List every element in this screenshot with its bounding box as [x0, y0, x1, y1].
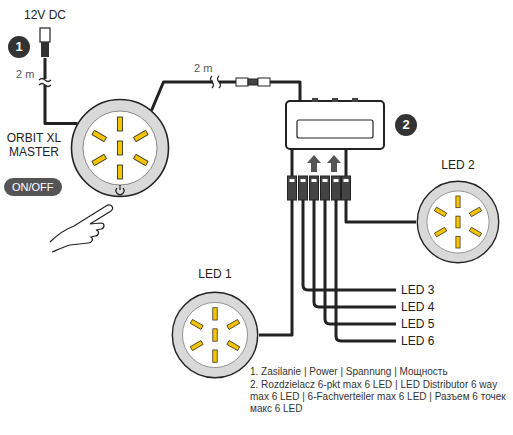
distributor-housing — [286, 101, 384, 149]
switch-label: ON/OFF — [4, 178, 62, 196]
lamp-ring — [417, 181, 498, 262]
led-chips — [434, 196, 481, 248]
led-distributor: 2 — [285, 100, 385, 150]
clip — [352, 98, 358, 102]
power-symbol — [116, 185, 124, 195]
led-chips — [92, 117, 148, 179]
footnote: 2. Rozdzielacz 6-pkt max 6 LED | LED Dis… — [250, 379, 506, 415]
wire-label: LED 3 — [399, 283, 436, 297]
lamp-ring — [172, 292, 257, 377]
clip — [312, 98, 318, 102]
cable — [151, 82, 300, 110]
wire — [325, 200, 396, 324]
plug — [248, 79, 258, 85]
wire-label: LED 6 — [399, 334, 436, 348]
footnote: 1. Zasilanie | Power | Spannung | Мощнос… — [250, 366, 506, 378]
callout-number: 1 — [8, 36, 30, 58]
led-distributor-shape — [285, 100, 385, 150]
lamp-face — [427, 191, 489, 253]
arrow-up — [307, 155, 321, 172]
inline-connector — [236, 78, 270, 86]
cable — [346, 150, 416, 222]
wire — [314, 200, 396, 307]
cable — [45, 58, 78, 124]
callout-number: 2 — [395, 114, 417, 136]
lamp-ring — [72, 100, 169, 197]
led-lamp-shape — [171, 291, 259, 379]
plug — [258, 78, 270, 86]
product-name: ORBIT XL MASTER — [2, 131, 66, 160]
led-lamp: LED 2 — [416, 180, 500, 264]
cable-length: 2 m — [192, 62, 214, 75]
break-marks — [39, 76, 221, 88]
lamp-label: LED 1 — [171, 267, 259, 281]
wire-label: LED 4 — [399, 300, 436, 314]
plug — [332, 176, 341, 200]
master-lamp-shape — [70, 98, 170, 198]
clip — [332, 98, 338, 102]
plug — [321, 176, 330, 200]
wire-label: LED 5 — [399, 317, 436, 331]
insert-arrows — [307, 155, 341, 172]
lamp-label: LED 2 — [416, 158, 500, 172]
power-plug-shape — [38, 28, 52, 58]
plug — [342, 176, 351, 200]
plug — [299, 176, 308, 200]
wire — [303, 200, 396, 290]
led-lamp-shape — [416, 180, 500, 264]
wire — [336, 200, 396, 341]
arrow-up — [327, 155, 341, 172]
power-label: 12V DC — [15, 8, 75, 22]
lamp-face — [83, 111, 157, 185]
power-plug: 12V DC1 — [38, 28, 52, 58]
plug — [236, 78, 248, 86]
plug — [310, 176, 319, 200]
led-chips — [190, 308, 239, 363]
distributor-lid — [297, 120, 373, 138]
lamp-face — [182, 302, 247, 367]
led-wires — [303, 200, 396, 341]
plug — [288, 176, 297, 200]
hand — [50, 205, 113, 252]
connector-row — [288, 176, 351, 200]
led-lamp: LED 1 — [171, 291, 259, 379]
master-lamp: ORBIT XL MASTERON/OFF — [70, 98, 170, 198]
cable-length: 2 m — [14, 68, 36, 81]
cable — [259, 150, 292, 335]
